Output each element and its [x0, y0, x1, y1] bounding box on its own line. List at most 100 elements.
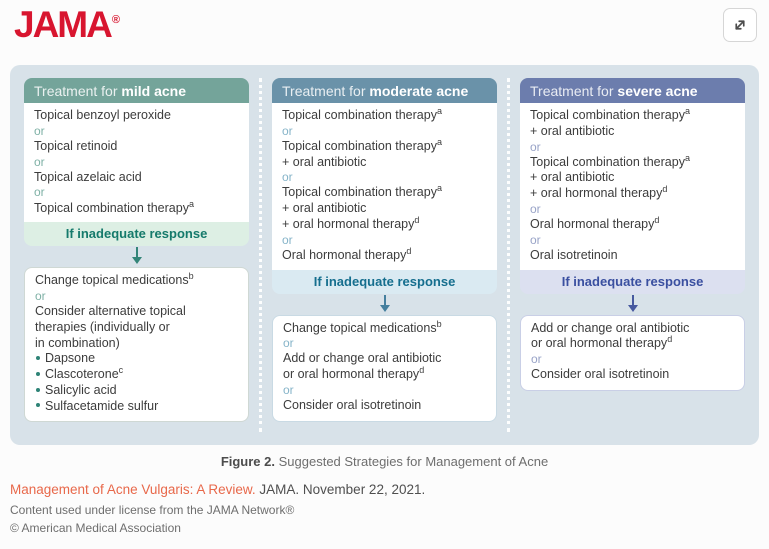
- treatment-item: Topical combination therapya+ oral antib…: [282, 136, 442, 169]
- column-header-prefix: Treatment for: [530, 83, 618, 99]
- or-separator: or: [282, 123, 293, 138]
- or-separator: or: [283, 336, 294, 351]
- arrow-stem: [383, 294, 386, 305]
- column-header: Treatment for severe acne: [520, 78, 745, 103]
- jama-logo: JAMA®: [14, 4, 120, 46]
- bullet-item: Sulfacetamide sulfur: [35, 399, 238, 415]
- bullet-dot: [36, 371, 40, 376]
- treatment-item: Topical combination therapya+ oral antib…: [530, 105, 690, 138]
- down-arrow-icon: [272, 294, 497, 315]
- superscript-note: d: [662, 183, 668, 194]
- treatment-item: Change topical medicationsb: [35, 271, 194, 288]
- top-bar: JAMA®: [0, 0, 769, 65]
- expand-diagonal-arrow-icon: [735, 20, 745, 30]
- treatment-item: Topical benzoyl peroxide: [34, 108, 171, 122]
- or-separator: or: [530, 232, 541, 247]
- figure-caption-label: Figure 2.: [220, 454, 275, 469]
- citation-link[interactable]: Management of Acne Vulgaris: A Review.: [10, 482, 256, 497]
- bullet-item: Clascoteronec: [35, 365, 238, 383]
- copyright-line: © American Medical Association: [10, 521, 181, 535]
- treatment-item: Consider oral isotretinoin: [283, 398, 422, 413]
- treatment-item: Oral hormonal therapyd: [530, 214, 660, 231]
- column-header-severity: severe acne: [617, 83, 698, 99]
- treatment-item: Oral isotretinoin: [530, 247, 618, 262]
- citation-rest: JAMA. November 22, 2021.: [255, 482, 426, 497]
- if-inadequate-response-bar: If inadequate response: [272, 269, 497, 294]
- column-header-prefix: Treatment for: [34, 83, 122, 99]
- or-separator: or: [35, 289, 46, 304]
- or-separator: or: [530, 139, 541, 154]
- superscript-note: d: [419, 365, 425, 376]
- superscript-note: c: [118, 365, 124, 376]
- or-separator: or: [34, 123, 45, 138]
- column-divider: [507, 78, 510, 432]
- superscript-note: d: [414, 214, 420, 225]
- expand-button[interactable]: [723, 8, 757, 42]
- citation-line: Management of Acne Vulgaris: A Review. J…: [10, 482, 759, 497]
- bullet-item: Dapsone: [35, 351, 238, 367]
- treatment-item: Oral hormonal therapyd: [282, 245, 412, 262]
- or-separator: or: [531, 352, 542, 367]
- jama-logo-text: JAMA: [14, 4, 113, 45]
- treatment-list: Topical combination therapya+ oral antib…: [520, 103, 745, 270]
- arrow-stem: [631, 294, 634, 305]
- superscript-note: a: [436, 183, 442, 194]
- superscript-note: a: [436, 136, 442, 147]
- treatment-item: Change topical medicationsb: [283, 318, 442, 335]
- arrow-head: [379, 304, 390, 312]
- figure-caption: Figure 2. Suggested Strategies for Manag…: [0, 454, 769, 469]
- bullet-item: Salicylic acid: [35, 383, 238, 399]
- treatment-item: Topical combination therapya+ oral antib…: [282, 183, 442, 231]
- superscript-note: b: [188, 271, 194, 282]
- column-header-severity: mild acne: [121, 83, 186, 99]
- treatment-item: Consider oral isotretinoin: [531, 367, 670, 382]
- arrow-head: [131, 257, 142, 265]
- license-line: Content used under license from the JAMA…: [10, 503, 295, 517]
- arrow-head: [627, 304, 638, 312]
- superscript-note: d: [667, 334, 673, 345]
- or-separator: or: [282, 232, 293, 247]
- superscript-note: b: [436, 318, 442, 329]
- treatment-item: Topical azelaic acid: [34, 169, 142, 184]
- superscript-note: d: [406, 245, 412, 256]
- treatment-item: Topical combination therapya: [282, 105, 442, 122]
- column-header: Treatment for mild acne: [24, 78, 249, 103]
- or-separator: or: [282, 170, 293, 185]
- down-arrow-icon: [24, 246, 249, 267]
- column-divider: [259, 78, 262, 432]
- treatment-item: Topical combination therapya+ oral antib…: [530, 152, 690, 201]
- down-arrow-icon: [520, 294, 745, 315]
- superscript-note: a: [188, 198, 194, 209]
- if-inadequate-response-bar: If inadequate response: [24, 222, 249, 247]
- superscript-note: d: [654, 214, 660, 225]
- treatment-item: Topical combination therapya: [34, 198, 194, 215]
- or-separator: or: [530, 201, 541, 216]
- superscript-note: a: [684, 105, 690, 116]
- figure-caption-text: Suggested Strategies for Management of A…: [275, 454, 549, 469]
- if-inadequate-response-bar: If inadequate response: [520, 269, 745, 294]
- superscript-note: a: [436, 105, 442, 116]
- bullet-dot: [36, 356, 40, 361]
- or-separator: or: [283, 382, 294, 397]
- registered-mark: ®: [111, 14, 120, 26]
- bullet-dot: [36, 403, 40, 408]
- column-header-prefix: Treatment for: [282, 83, 370, 99]
- bullet-dot: [36, 387, 40, 392]
- superscript-note: a: [684, 152, 690, 163]
- arrow-stem: [135, 247, 138, 258]
